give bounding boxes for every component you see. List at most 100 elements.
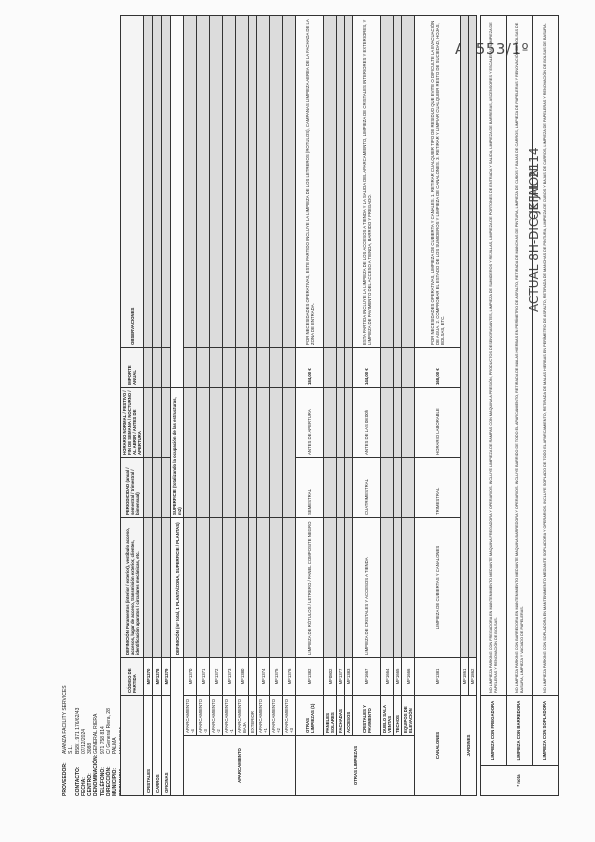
other-name: TECHOS bbox=[393, 695, 402, 736]
row-category: CARROS bbox=[152, 695, 162, 796]
parking-amount bbox=[269, 347, 283, 388]
schedule-header: HORARIO NORMAL / FESTIVO / FIN DE SEMANA… bbox=[120, 387, 144, 458]
parking-amount bbox=[222, 347, 236, 388]
header-row: PROVEEDOR: AVANZA FACILITY SERVICES S.L. bbox=[62, 676, 75, 796]
parking-amount bbox=[282, 347, 296, 388]
row-observations bbox=[161, 15, 171, 348]
row-periodicity bbox=[152, 457, 162, 518]
parking-definition bbox=[269, 517, 283, 658]
sub-surface: SUPERFICIE (totalizando la ocupación de … bbox=[170, 387, 184, 518]
header-label: PROVEEDOR: bbox=[62, 762, 68, 796]
parking-surface bbox=[282, 387, 296, 518]
parking-surface bbox=[256, 387, 270, 518]
parking-observations bbox=[235, 15, 249, 348]
other-definition bbox=[401, 517, 415, 658]
row-periodicity bbox=[143, 457, 153, 518]
other-definition: LIMPIEZA DE CRISTALES Y ACCESOS A TIENDA bbox=[352, 517, 381, 658]
table-row: FACHADAS MF1377 bbox=[336, 15, 345, 796]
parking-code: MF1374 bbox=[256, 657, 270, 696]
sub-header-row: DEFINICIÓN (m² total, 1 PLANTA/ZONA, SUP… bbox=[170, 15, 184, 796]
parking-observations bbox=[256, 15, 270, 348]
parking-level: APARCAMIENTO BAJA bbox=[235, 695, 249, 736]
other-name: FACHADAS bbox=[336, 695, 345, 736]
other-schedule bbox=[323, 387, 337, 458]
canal-definition: LIMPIEZA DE CUBIERTAS Y CANALONES bbox=[414, 517, 461, 658]
parking-level: APARCAMIENTO +1 bbox=[256, 695, 270, 736]
other-periodicity bbox=[401, 457, 415, 518]
table-row: CRISTALES Y PAVIMENTO MF1667 LIMPIEZA DE… bbox=[352, 15, 381, 796]
parking-amount bbox=[183, 347, 197, 388]
parking-observations bbox=[209, 15, 223, 348]
other-amount bbox=[380, 347, 394, 388]
table-row: APARCAMIENTO +1 MF1374 bbox=[256, 15, 270, 796]
jard-fill bbox=[468, 15, 477, 658]
other-schedule: ANTES DE APERTURA bbox=[295, 387, 324, 458]
parking-surface bbox=[183, 387, 197, 518]
sub-empty-2 bbox=[170, 15, 184, 388]
other-periodicity: SEMESTRAL bbox=[295, 457, 324, 518]
note-row: LIMPIEZA CON BARREDORA NO LIMPIEZA PARKI… bbox=[506, 15, 533, 796]
other-amount bbox=[393, 347, 402, 388]
jard-fill bbox=[460, 15, 469, 658]
other-observations bbox=[401, 15, 415, 348]
parking-observations bbox=[282, 15, 296, 348]
other-schedule bbox=[380, 387, 394, 458]
other-name: DUELO SALA VENTAS bbox=[380, 695, 394, 736]
sub-empty bbox=[170, 657, 184, 796]
canal-periodicity: TRIMESTRAL bbox=[414, 457, 461, 518]
note-text: NO LIMPIEZA PARKING CON BARREDORA EN MAN… bbox=[506, 15, 533, 696]
row-amount bbox=[161, 347, 171, 388]
other-periodicity: CUATRIMESTRAL bbox=[352, 457, 381, 518]
parking-code: MF1373 bbox=[222, 657, 236, 696]
note-label: LIMPIEZA CON FREGADORA bbox=[480, 695, 507, 766]
parking-definition bbox=[196, 517, 210, 658]
table-row: OFICINAS MF1379 bbox=[161, 15, 171, 796]
other-name: OTRAS LIMPIEZAS (1) bbox=[295, 695, 324, 736]
parking-observations bbox=[269, 15, 283, 348]
note-label: LIMPIEZA CON SOPLADORA bbox=[532, 695, 559, 766]
parking-level: APARCAMIENTO -4 bbox=[183, 695, 197, 736]
other-observations bbox=[336, 15, 345, 348]
empty-header bbox=[120, 695, 144, 796]
parking-observations bbox=[183, 15, 197, 348]
other-definition bbox=[393, 517, 402, 658]
parking-code: MF1380 bbox=[235, 657, 249, 696]
other-observations bbox=[393, 15, 402, 348]
note-label: LIMPIEZA CON BARREDORA bbox=[506, 695, 533, 766]
sub-definition: DEFINICIÓN (m² total, 1 PLANTA/ZONA, SUP… bbox=[170, 517, 184, 658]
parking-surface bbox=[269, 387, 283, 518]
table-row: TECHOS MF1665 bbox=[393, 15, 402, 796]
parking-observations bbox=[222, 15, 236, 348]
row-code: MF1379 bbox=[161, 657, 171, 696]
amount-header: IMPORTE ANUAL bbox=[120, 347, 144, 388]
jard-code: MF1861 bbox=[460, 657, 469, 696]
parking-amount bbox=[256, 347, 270, 388]
row-observations bbox=[152, 15, 162, 348]
parking-level: APARCAMIENTO +2 bbox=[269, 695, 283, 736]
table-row: ACCESOS MF1383 bbox=[344, 15, 353, 796]
table-row: CRISTALES MF1370 bbox=[143, 15, 153, 796]
parking-definition bbox=[282, 517, 296, 658]
parking-surface bbox=[222, 387, 236, 518]
parking-code bbox=[248, 657, 257, 696]
parking-level: APARCAMIENTO +3 bbox=[282, 695, 296, 736]
parking-observations bbox=[196, 15, 210, 348]
table-row: CARROS MF1378 bbox=[152, 15, 162, 796]
other-amount bbox=[401, 347, 415, 388]
row-definition bbox=[143, 517, 153, 658]
other-code: MF1664 bbox=[380, 657, 394, 696]
other-schedule bbox=[393, 387, 402, 458]
parking-level: APARCAMIENTO -2 bbox=[209, 695, 223, 736]
other-observations bbox=[344, 15, 353, 348]
table-row: OTRAS LIMPIEZAS OTRAS LIMPIEZAS (1) MF13… bbox=[295, 15, 415, 796]
other-definition bbox=[336, 517, 345, 658]
parking-code: MF1376 bbox=[282, 657, 296, 696]
other-code: MF1383 bbox=[344, 657, 353, 696]
other-periodicity bbox=[393, 457, 402, 518]
table-row: JARDINES MF1861 bbox=[460, 15, 477, 796]
parking-amount bbox=[235, 347, 249, 388]
parking-definition bbox=[222, 517, 236, 658]
header-value: AVANZA FACILITY SERVICES S.L. bbox=[62, 685, 75, 754]
other-observations: POR NECESIDADES OPERATIVAS, ESTE PARTIDO… bbox=[295, 15, 324, 348]
